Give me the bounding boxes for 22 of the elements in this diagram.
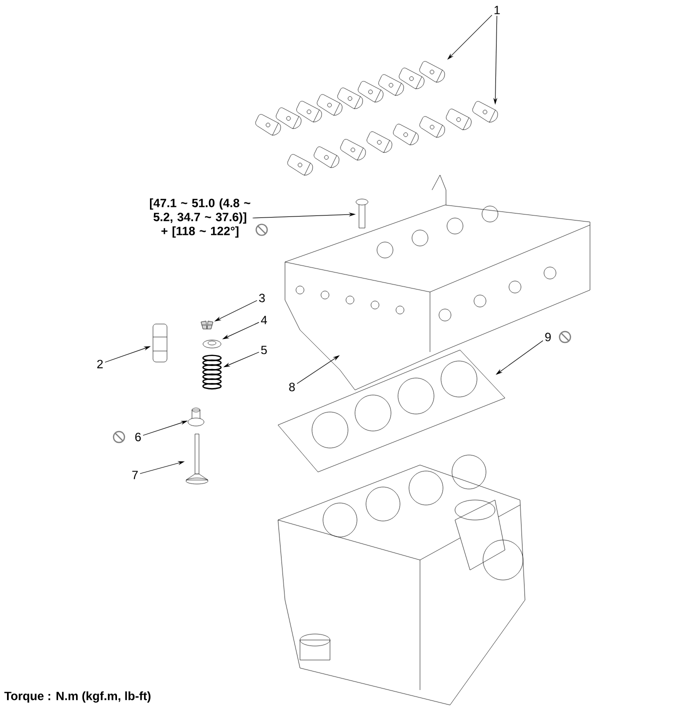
callout-number: 4 [260, 316, 267, 324]
torque-spec-text: [47.1 ~ 51.0 (4.8 ~ 5.2, 34.7 ~ 37.6)] + [118 ~ 122°] [150, 198, 250, 238]
bolt-drawing [356, 198, 368, 228]
valve-drawing [186, 434, 208, 484]
callout-number: 1 [494, 6, 500, 14]
cylinder-head-drawing [284, 174, 590, 390]
rocker-arm-row-drawing [287, 101, 498, 176]
valve-lock-drawing [200, 320, 214, 330]
spring-retainer-drawing [202, 340, 222, 348]
callout-number: 5 [261, 346, 267, 354]
rocker-arm-row-drawing [255, 61, 445, 136]
callout-number: 6 [135, 432, 141, 442]
callout-number: 2 [97, 360, 103, 368]
head-gasket-drawing [278, 350, 506, 472]
callout-number: 8 [289, 382, 295, 392]
callout-number: 9 [545, 332, 551, 342]
stem-seal-drawing [188, 408, 204, 426]
callout-number: 7 [132, 470, 138, 480]
valve-spring-drawing [202, 354, 222, 390]
callout-number: 3 [259, 294, 265, 302]
torque-unit-note: Torque : N.m (kgf.m, lb-ft) [4, 691, 150, 703]
lifter-drawing [152, 324, 168, 362]
